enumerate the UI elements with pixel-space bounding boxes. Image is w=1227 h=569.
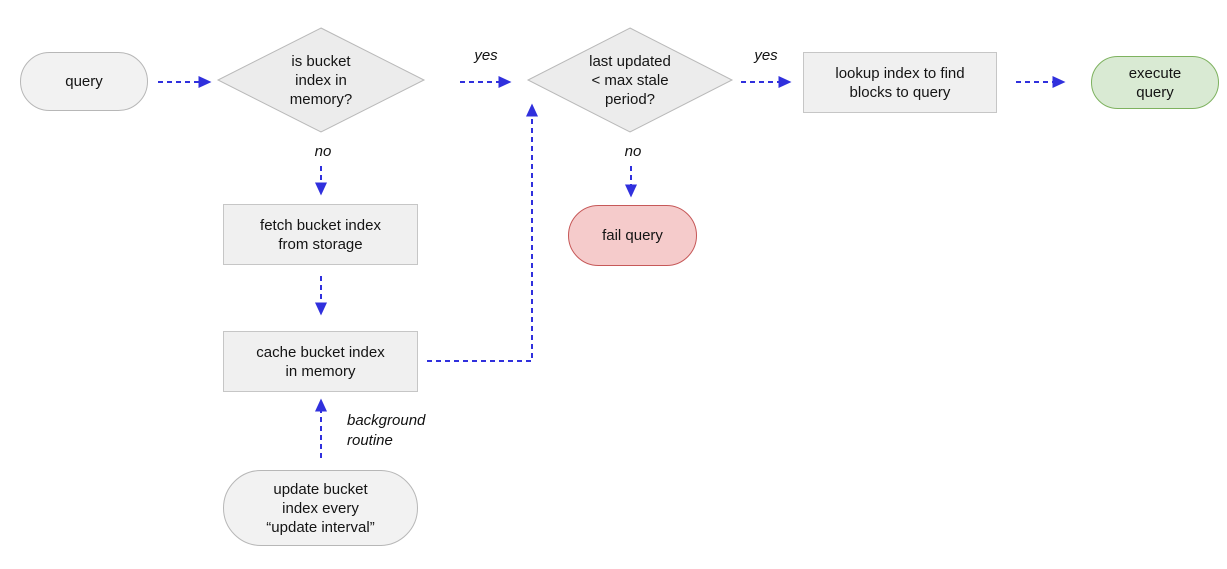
decision-diamond-stale-check [526, 27, 734, 133]
node-cache-index: cache bucket index in memory [223, 331, 418, 392]
decision-diamond-memory-check [216, 27, 426, 133]
node-memory-check-label: is bucket index in memory? [289, 52, 353, 108]
edge-cache-to-stale-check [427, 103, 538, 362]
node-query: query [20, 52, 148, 111]
edge-label-stale-yes: yes [754, 47, 778, 64]
node-stale-check-label: last updated < max stale period? [589, 52, 671, 108]
node-lookup-index: lookup index to find blocks to query [803, 52, 997, 113]
node-execute-query: execute query [1091, 56, 1219, 109]
node-fetch-index: fetch bucket index from storage [223, 204, 418, 265]
edge-label-memory-yes: yes [474, 47, 498, 64]
node-fail-query: fail query [568, 205, 697, 266]
edge-label-background-routine: background routine [347, 412, 426, 449]
node-label: query [65, 73, 103, 90]
edge-label-stale-no: no [624, 143, 642, 160]
edge-label-memory-no: no [314, 143, 332, 160]
node-update-index: update bucket index every “update interv… [223, 470, 418, 546]
